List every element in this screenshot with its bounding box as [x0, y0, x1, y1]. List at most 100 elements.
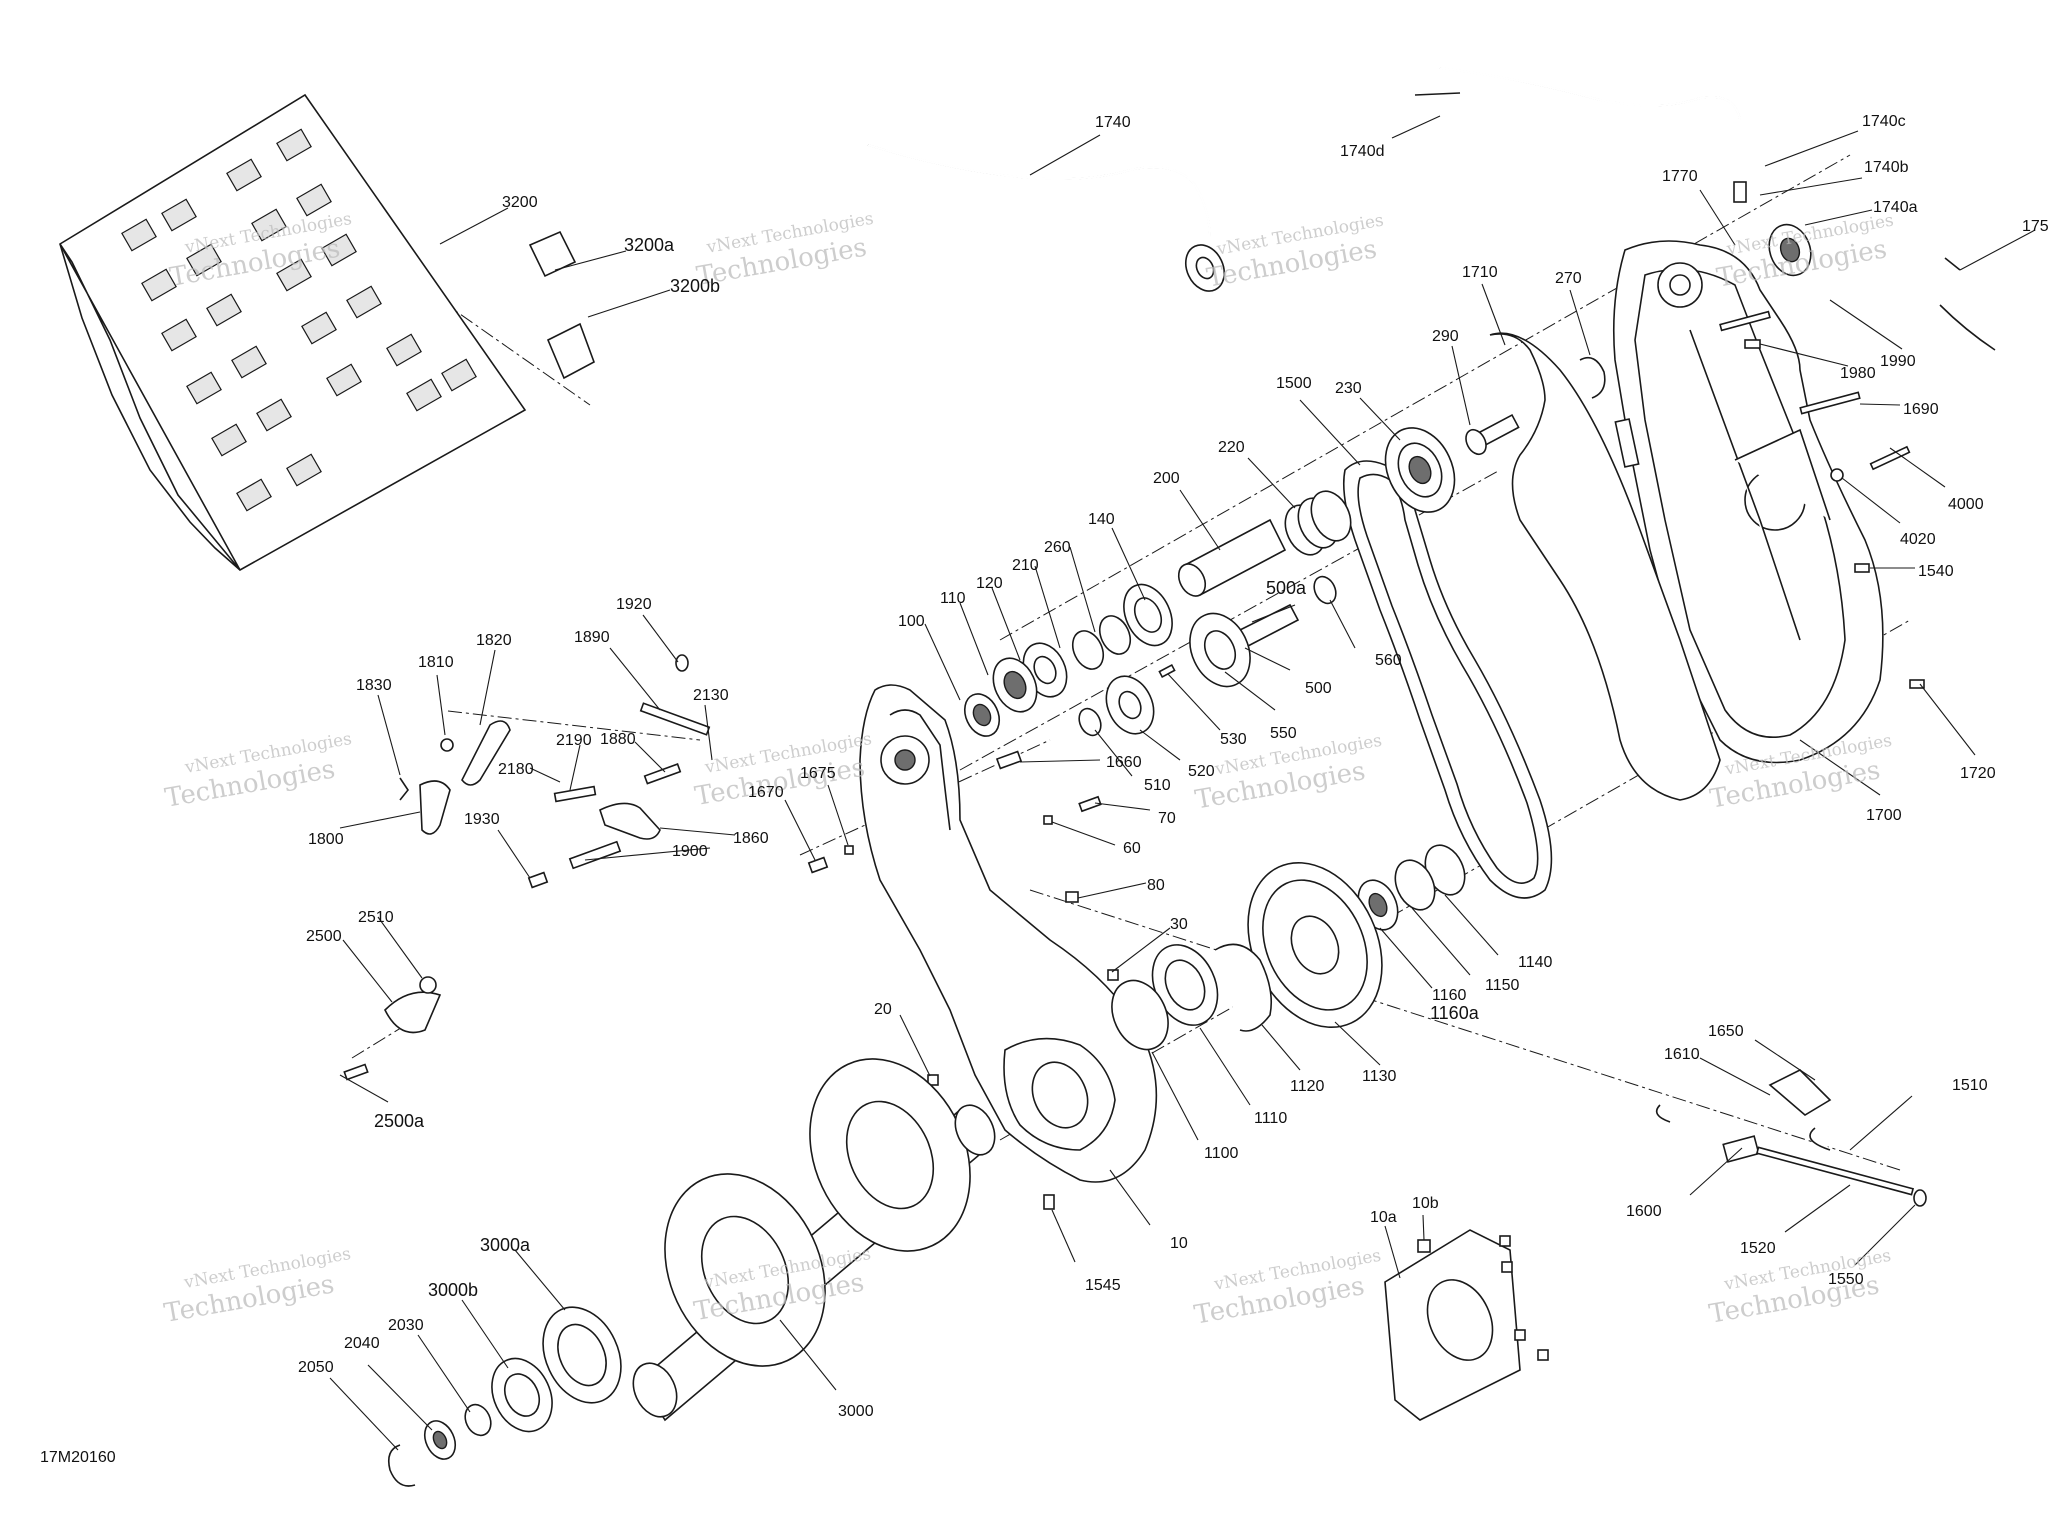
figure-id: 17M20160	[40, 1449, 116, 1466]
callout-1160: 1160	[1432, 987, 1467, 1004]
callout-1740c: 1740c	[1862, 113, 1906, 130]
callout-labels: 3200 3200a 3200b 1740 1740d 1740c 1740b …	[40, 113, 2048, 1466]
callout-10b: 10b	[1412, 1195, 1439, 1212]
gear-train-lower	[807, 750, 1466, 1210]
callout-1700: 1700	[1866, 807, 1902, 824]
callout-230: 230	[1335, 380, 1362, 397]
callout-1540: 1540	[1918, 563, 1954, 580]
callout-270: 270	[1555, 270, 1582, 287]
callout-1720: 1720	[1960, 765, 1996, 782]
callout-3000: 3000	[838, 1403, 874, 1420]
callout-80: 80	[1147, 877, 1165, 894]
callout-520: 520	[1188, 763, 1215, 780]
callout-260: 260	[1044, 539, 1071, 556]
callout-2030: 2030	[388, 1317, 424, 1334]
callout-1800: 1800	[308, 831, 344, 848]
callout-2500a: 2500a	[374, 1111, 425, 1131]
chaincase-cover-1700	[1612, 240, 1884, 764]
callout-1770: 1770	[1662, 168, 1698, 185]
callout-1930: 1930	[464, 811, 500, 828]
chaincase-housing-10	[859, 684, 1158, 1183]
callout-1670: 1670	[748, 784, 784, 801]
callout-2130: 2130	[693, 687, 729, 704]
chain-1500	[1342, 460, 1553, 899]
callout-1160a: 1160a	[1430, 1003, 1480, 1023]
callout-3200a: 3200a	[624, 235, 675, 255]
callout-1830: 1830	[356, 677, 392, 694]
callout-4000: 4000	[1948, 496, 1984, 513]
callout-1545: 1545	[1085, 1277, 1121, 1294]
callout-290: 290	[1432, 328, 1459, 345]
callout-2500: 2500	[306, 928, 342, 945]
callout-210: 210	[1012, 557, 1039, 574]
callout-2040: 2040	[344, 1335, 380, 1352]
callout-1750: 1750	[2022, 218, 2048, 235]
callout-1740: 1740	[1095, 114, 1131, 131]
callout-500: 500	[1305, 680, 1332, 697]
callout-70: 70	[1158, 810, 1176, 827]
callout-10: 10	[1170, 1235, 1188, 1252]
callout-1740d: 1740d	[1340, 143, 1385, 160]
callout-60: 60	[1123, 840, 1141, 857]
callout-1890: 1890	[574, 629, 610, 646]
callout-1675: 1675	[800, 765, 836, 782]
oil-line-1750	[1939, 257, 1996, 351]
callout-1820: 1820	[476, 632, 512, 649]
callout-1650: 1650	[1708, 1023, 1744, 1040]
shaft-assembly-1520	[1655, 1069, 1927, 1207]
callout-3200: 3200	[502, 194, 538, 211]
callout-1660: 1660	[1106, 754, 1142, 771]
callout-200: 200	[1153, 470, 1180, 487]
track-clip-mat-3200	[59, 93, 595, 571]
callout-1740b: 1740b	[1864, 159, 1909, 176]
callout-510: 510	[1144, 777, 1171, 794]
callout-20: 20	[874, 1001, 892, 1018]
callout-1150: 1150	[1485, 977, 1520, 994]
callout-550: 550	[1270, 725, 1297, 742]
callout-1510: 1510	[1952, 1077, 1988, 1094]
callout-1710: 1710	[1462, 264, 1498, 281]
callout-30: 30	[1170, 916, 1188, 933]
callout-1900: 1900	[672, 843, 708, 860]
callout-1920: 1920	[616, 596, 652, 613]
callout-1140: 1140	[1518, 954, 1553, 971]
callout-4020: 4020	[1900, 531, 1936, 548]
callout-2180: 2180	[498, 761, 534, 778]
callout-1860: 1860	[733, 830, 769, 847]
gasket-1710	[1489, 332, 1721, 801]
callout-1990: 1990	[1880, 353, 1916, 370]
callout-1520: 1520	[1740, 1240, 1776, 1257]
callout-1610: 1610	[1664, 1046, 1700, 1063]
callout-560: 560	[1375, 652, 1402, 669]
callout-1500: 1500	[1276, 375, 1312, 392]
callout-1810: 1810	[418, 654, 454, 671]
callout-530: 530	[1220, 731, 1247, 748]
fasteners-right	[1719, 310, 1925, 689]
callout-220: 220	[1218, 439, 1245, 456]
callout-3000b: 3000b	[428, 1280, 478, 1300]
drive-axle-3000	[632, 1058, 996, 1422]
leader-lines	[329, 115, 2036, 1451]
oil-line-1740	[867, 143, 1226, 292]
oil-line-1740c	[1414, 66, 1812, 277]
callout-1880: 1880	[600, 731, 636, 748]
callout-120: 120	[976, 575, 1003, 592]
callout-110: 110	[940, 590, 966, 607]
callout-1980: 1980	[1840, 365, 1876, 382]
callout-2050: 2050	[298, 1359, 334, 1376]
callout-2190: 2190	[556, 732, 592, 749]
callout-100: 100	[898, 613, 925, 630]
callout-1740a: 1740a	[1873, 199, 1918, 216]
callout-3200b: 3200b	[670, 276, 720, 296]
bearing-plate-10a	[1384, 1229, 1549, 1421]
shift-linkage	[343, 654, 711, 1081]
callout-1550: 1550	[1828, 1271, 1864, 1288]
callout-140: 140	[1088, 511, 1115, 528]
callout-1600: 1600	[1626, 1203, 1662, 1220]
callout-3000a: 3000a	[480, 1235, 531, 1255]
callout-1690: 1690	[1903, 401, 1939, 418]
callout-1100: 1100	[1204, 1145, 1239, 1162]
callout-1130: 1130	[1362, 1068, 1397, 1085]
callout-10a: 10a	[1370, 1209, 1397, 1226]
